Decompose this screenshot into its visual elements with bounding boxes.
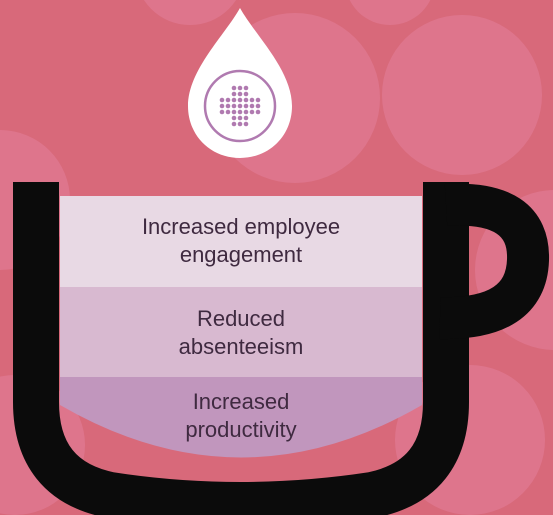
plus-dot <box>243 109 249 115</box>
bubble <box>143 0 237 25</box>
plus-dot <box>225 103 231 109</box>
layer-label-line: Reduced <box>196 306 286 331</box>
layer-label-top: Increased employee engagement <box>60 213 422 269</box>
plus-dot <box>231 115 237 121</box>
plus-dot <box>237 91 243 97</box>
layer-label-line: engagement <box>179 242 303 267</box>
layer-top <box>60 196 422 287</box>
plus-dot <box>249 109 255 115</box>
bubble <box>349 0 431 25</box>
plus-dot <box>249 97 255 103</box>
plus-dot <box>225 109 231 115</box>
plus-dot <box>219 109 225 115</box>
plus-dot <box>231 121 237 127</box>
bubble <box>382 15 542 175</box>
plus-dot <box>255 109 261 115</box>
water-drop-icon <box>188 8 292 158</box>
plus-dot <box>219 103 225 109</box>
plus-dot <box>243 85 249 91</box>
plus-dot <box>237 115 243 121</box>
plus-dot <box>243 97 249 103</box>
plus-dot <box>237 97 243 103</box>
plus-dot <box>237 121 243 127</box>
plus-dot <box>231 103 237 109</box>
layer-label-line: Increased <box>192 389 290 414</box>
plus-dot <box>255 103 261 109</box>
layer-label-line: Increased employee <box>141 214 341 239</box>
drop-icon-ring <box>203 69 277 143</box>
layer-label-line: absenteeism <box>178 334 304 359</box>
plus-dot <box>231 91 237 97</box>
plus-dot <box>225 97 231 103</box>
plus-dot <box>255 97 261 103</box>
plus-dot <box>237 109 243 115</box>
cup-handle <box>439 183 549 340</box>
layer-middle <box>60 287 422 377</box>
plus-dot <box>219 97 225 103</box>
plus-dot <box>243 103 249 109</box>
layer-label-line: productivity <box>185 417 297 442</box>
cup-body <box>13 182 469 515</box>
plus-dot <box>237 85 243 91</box>
plus-dot <box>249 103 255 109</box>
plus-dot <box>237 103 243 109</box>
dotted-plus-icon <box>219 85 261 127</box>
layer-label-bottom: Increased productivity <box>60 388 422 444</box>
plus-dot <box>243 91 249 97</box>
plus-dot <box>231 109 237 115</box>
plus-dot <box>243 121 249 127</box>
plus-dot <box>231 85 237 91</box>
plus-dot <box>231 97 237 103</box>
layer-label-middle: Reduced absenteeism <box>60 305 422 361</box>
plus-dot <box>243 115 249 121</box>
